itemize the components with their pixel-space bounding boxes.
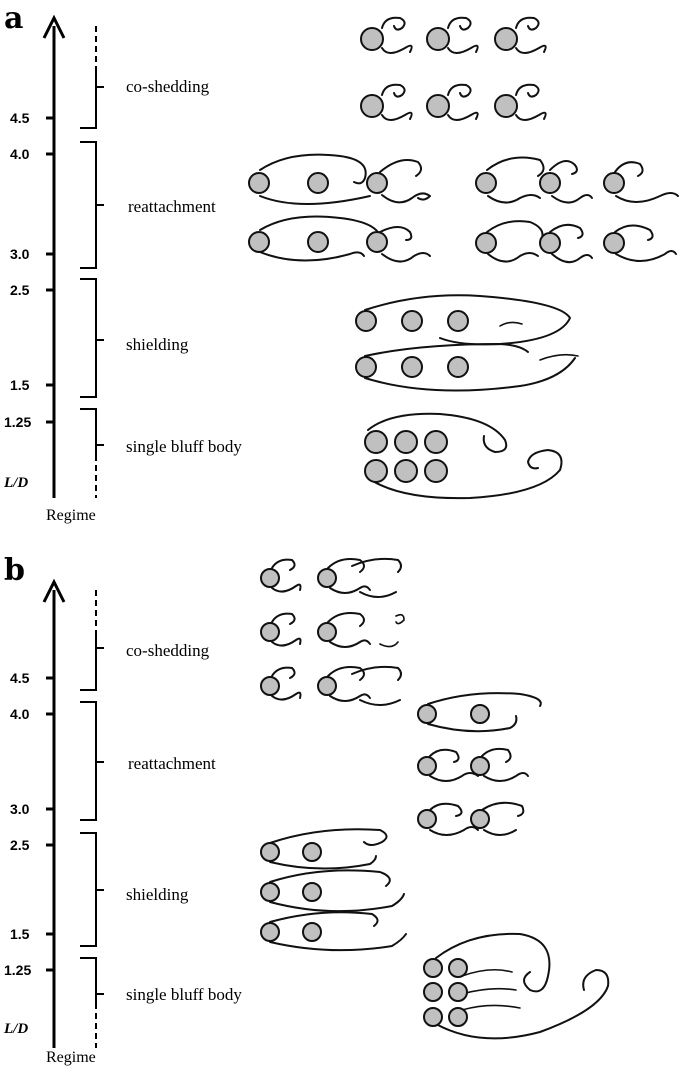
reattachment-sketches-b bbox=[417, 692, 542, 836]
tick-label-4-0-b: 4.0 bbox=[10, 706, 30, 722]
tick-label-1-5-a: 1.5 bbox=[10, 377, 30, 393]
regime-brackets-a bbox=[80, 26, 104, 498]
ld-axis-a bbox=[42, 14, 66, 498]
panel-b: b 4.5 4.0 3.0 2.5 1.5 1.25 L/D co-sheddi… bbox=[3, 553, 610, 1066]
panel-a: a 4.5 4.0 3.0 2.5 1.5 1.25 L/D co-shed bbox=[3, 1, 679, 524]
single-bluff-body-sketch-a bbox=[364, 412, 563, 500]
co-shedding-sketches-b bbox=[260, 557, 405, 706]
regime-label-co-shedding-b: co-shedding bbox=[126, 641, 210, 660]
reattachment-sketches-a bbox=[248, 153, 679, 264]
tick-label-4-0-a: 4.0 bbox=[10, 146, 30, 162]
tick-label-1-25-b: 1.25 bbox=[4, 962, 31, 978]
regime-label-single-bluff-body-b: single bluff body bbox=[126, 985, 242, 1004]
tick-label-3-0-a: 3.0 bbox=[10, 246, 30, 262]
tick-label-2-5-b: 2.5 bbox=[10, 837, 30, 853]
tick-label-1-5-b: 1.5 bbox=[10, 926, 30, 942]
axis-label-ld-b: L/D bbox=[3, 1021, 28, 1037]
regime-label-co-shedding-a: co-shedding bbox=[126, 77, 210, 96]
regime-caption-a: Regime bbox=[46, 507, 96, 524]
regime-caption-b: Regime bbox=[46, 1049, 96, 1066]
single-bluff-body-sketch-b bbox=[423, 932, 610, 1040]
tick-label-2-5-a: 2.5 bbox=[10, 282, 30, 298]
tick-label-3-0-b: 3.0 bbox=[10, 801, 30, 817]
shielding-sketches-a bbox=[355, 294, 579, 392]
panel-letter-a: a bbox=[4, 1, 23, 36]
shielding-sketches-b bbox=[260, 828, 407, 952]
regime-label-single-bluff-body-a: single bluff body bbox=[126, 437, 242, 456]
tick-label-4-5-b: 4.5 bbox=[10, 670, 30, 686]
axis-label-ld-a: L/D bbox=[3, 475, 28, 491]
co-shedding-sketches-a bbox=[360, 16, 547, 121]
regime-label-shielding-a: shielding bbox=[126, 335, 189, 354]
regime-label-reattachment-a: reattachment bbox=[128, 197, 216, 216]
regime-label-shielding-b: shielding bbox=[126, 885, 189, 904]
tick-label-4-5-a: 4.5 bbox=[10, 110, 30, 126]
ld-axis-b bbox=[42, 578, 66, 1048]
panel-letter-b: b bbox=[4, 553, 25, 588]
tick-label-1-25-a: 1.25 bbox=[4, 414, 31, 430]
regime-label-reattachment-b: reattachment bbox=[128, 754, 216, 773]
regime-brackets-b bbox=[80, 590, 104, 1048]
